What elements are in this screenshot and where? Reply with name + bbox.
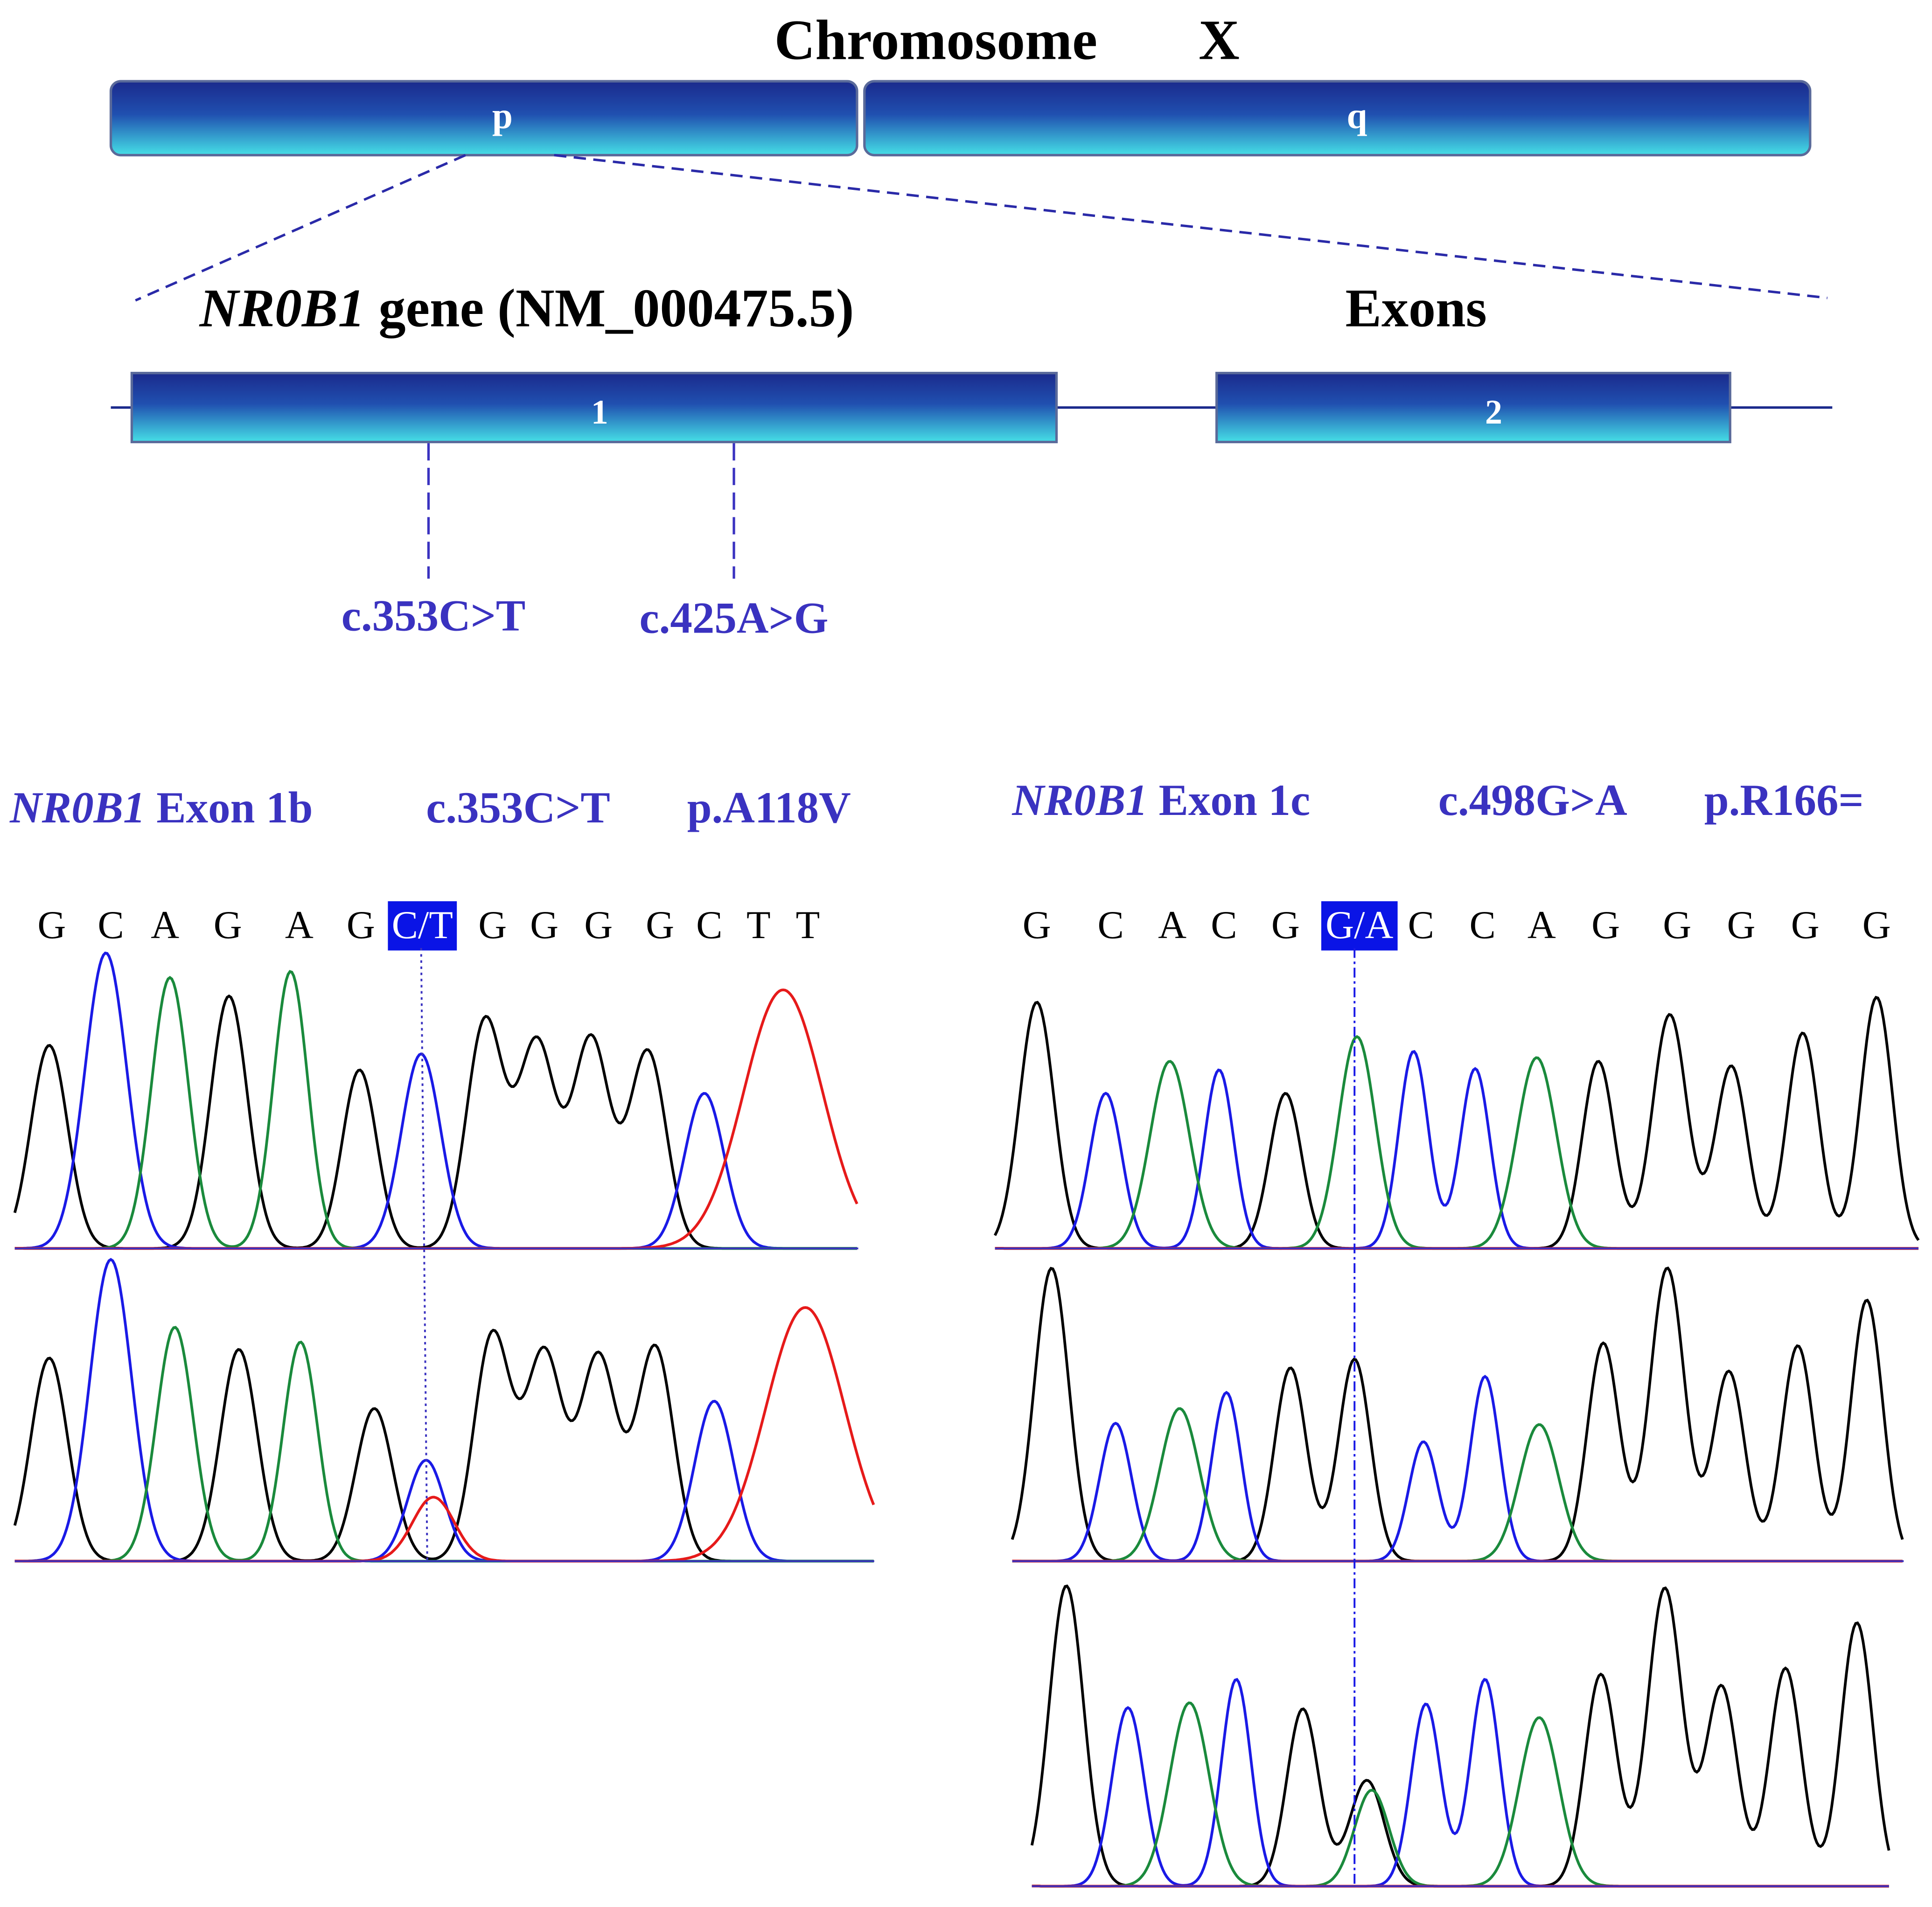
sequence-base: G	[1727, 904, 1755, 947]
sequence-base: C	[1211, 904, 1237, 947]
zoom-line-right	[554, 153, 1828, 299]
exon-1-label: 1	[591, 393, 608, 431]
panel-left-gene: NR0B1	[9, 783, 145, 832]
panel-left-exon: Exon 1b	[145, 783, 313, 832]
sequence-base: G	[646, 904, 674, 947]
panel-right-protein: p.R166=	[1704, 775, 1864, 825]
sequence-base: G	[478, 904, 507, 947]
sequence-base: C	[1408, 904, 1434, 947]
variant-1-label: c.353C>T	[342, 591, 526, 640]
chromatograms	[13, 951, 1920, 1888]
chromosome-arm-p	[109, 80, 858, 157]
chromosome-label: Chromosome	[774, 9, 1097, 72]
right-bottom-trace-A	[1032, 1701, 1889, 1888]
right-top-trace-A	[995, 1035, 1919, 1250]
sequence-base: A	[1527, 904, 1556, 947]
sequence-base: G	[530, 904, 558, 947]
exon-2-label: 2	[1485, 393, 1502, 431]
chromosome-arm-q	[863, 80, 1812, 157]
sequence-base: G	[1271, 904, 1300, 947]
panel-left-protein: p.A118V	[687, 783, 851, 832]
sequence-base: C/T	[392, 904, 453, 947]
panel-right-cdna: c.498G>A	[1438, 775, 1627, 825]
right-bottom-trace-G	[1030, 1584, 1890, 1888]
sequence-base: C	[98, 904, 124, 947]
right-mid-trace-C	[1012, 1375, 1903, 1563]
variant-2-label: c.425A>G	[639, 593, 828, 643]
sequence-base: G/A	[1325, 904, 1393, 947]
sequence-base: G	[1663, 904, 1691, 947]
exons-heading: Exons	[1346, 278, 1487, 338]
sequence-base: G	[37, 904, 66, 947]
left-bottom-trace-C	[14, 1258, 874, 1563]
panel-right-exon: Exon 1c	[1148, 775, 1310, 825]
sequence-base: G	[214, 904, 242, 947]
left-bottom-trace-G	[13, 1329, 874, 1563]
sequence-base: C	[696, 904, 722, 947]
left-bottom-trace-T	[14, 1306, 875, 1563]
sequence-base: C	[1097, 904, 1123, 947]
gene-title: NR0B1 gene (NM_000475.5)	[199, 278, 854, 338]
arm-p-label: p	[492, 95, 513, 136]
left-variant-line	[420, 948, 428, 1561]
panel-left-cdna: c.353C>T	[426, 783, 610, 832]
sequence-base: G	[1791, 904, 1820, 947]
gene-symbol: NR0B1	[199, 278, 365, 338]
sequence-base: T	[746, 904, 771, 947]
sequence-base: A	[1158, 904, 1186, 947]
sequence-base: A	[285, 904, 314, 947]
highlight-box	[1321, 901, 1398, 951]
sequence-base: G	[1591, 904, 1620, 947]
left-top-trace-C	[14, 951, 857, 1250]
sequence-base: T	[796, 904, 820, 947]
left-top-trace-G	[13, 994, 857, 1250]
arm-q-label: q	[1346, 95, 1367, 136]
sequence-base: G	[1023, 904, 1051, 947]
left-bottom-trace-A	[14, 1326, 874, 1563]
gene-title-rest: gene (NM_000475.5)	[365, 278, 854, 338]
gene-structure: 1 2	[111, 372, 1833, 444]
chromosome-name: X	[1199, 9, 1240, 72]
exon-1-block	[130, 372, 1058, 444]
highlight-box	[388, 901, 457, 951]
right-bottom-trace-C	[1032, 1677, 1889, 1888]
chromosome-bar: p q	[109, 80, 1812, 157]
panel-left-header: NR0B1 Exon 1b	[9, 783, 313, 832]
left-top-trace-T	[14, 988, 858, 1250]
sequence-base: G	[347, 904, 375, 947]
left-top-trace-A	[14, 970, 857, 1250]
panel-right-header: NR0B1 Exon 1c	[1012, 775, 1311, 825]
sequence-base: G	[1862, 904, 1891, 947]
right-top-trace-C	[995, 1050, 1919, 1250]
zoom-line-left	[135, 154, 466, 302]
sequence-base: G	[584, 904, 613, 947]
sequence-base: A	[151, 904, 179, 947]
panel-right-gene: NR0B1	[1012, 775, 1148, 825]
exon-2-block	[1215, 372, 1731, 444]
sequence-base: C	[1470, 904, 1496, 947]
